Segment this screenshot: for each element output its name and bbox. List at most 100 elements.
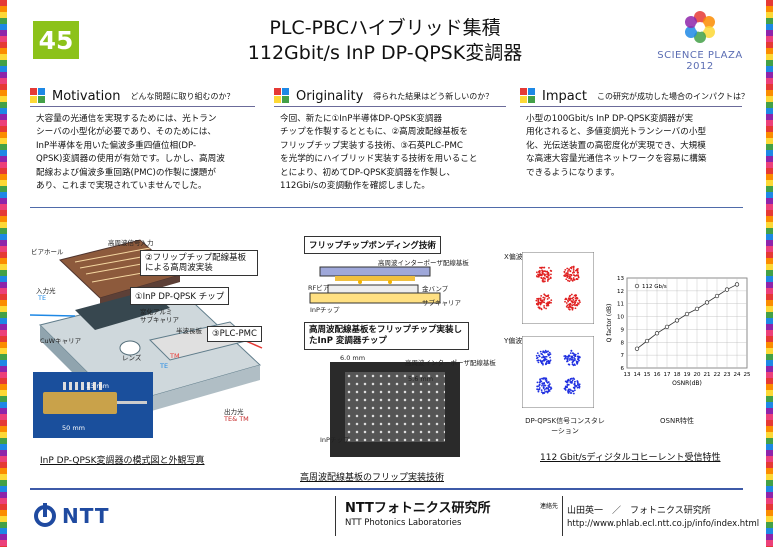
constellation-point [547, 362, 550, 365]
interposer2-label: 高周波インターポーザ配線基板 [405, 359, 496, 367]
constellation-point [570, 277, 573, 280]
legend-marker [634, 283, 640, 289]
constellation-point [577, 356, 580, 359]
constellation-point [573, 389, 576, 392]
constellation-point [542, 296, 545, 299]
width-label: 6.0 mm [340, 354, 366, 362]
constellation-point [544, 359, 546, 361]
constellation-point [540, 389, 543, 392]
constellation-point [540, 301, 543, 304]
constellation-point [539, 297, 541, 300]
originality-rule [274, 106, 506, 107]
data-point [644, 338, 650, 344]
impact-line: な高速大容量光通信ネットワークを容易に構築 [526, 154, 707, 165]
data-point [654, 331, 660, 336]
constellation-point [572, 352, 574, 355]
interposer-label: 高周波インターポーザ配線基板 [378, 259, 469, 267]
data-point [674, 318, 680, 323]
constellation-point [566, 360, 568, 363]
constellation-point [545, 302, 548, 305]
middle-panel-caption: 高周波配線基板のフリップ実装技術 [300, 473, 445, 483]
y-tick-label: 11 [617, 302, 624, 308]
flipchip-mounted-box: 高周波配線基板をフリップチップ実装したInP 変調器チップ [304, 322, 469, 350]
bump-label: 金バンプ [422, 285, 449, 293]
aln-label: 窒化アルミ [140, 308, 173, 316]
constellation-point [567, 279, 569, 282]
impact-header: Impact この研究が成功した場合のインパクトは？ [520, 86, 749, 106]
constellation-point [543, 297, 546, 299]
callout-inp-chip: ①InP DP-QPSK チップ [130, 287, 230, 305]
constellation-point [548, 266, 550, 269]
constellation-point [568, 269, 571, 271]
flipchip-bonding-box: フリップチップボンディング技術 [304, 236, 441, 254]
data-point [714, 293, 720, 299]
dim-13mm: 13 mm [86, 382, 110, 390]
x-tick-label: 16 [654, 372, 661, 378]
constellation-point [576, 270, 579, 272]
constellation-point [537, 361, 540, 364]
originality-line: とにより、初めてDP-QPSK変調器を作製し、 [280, 167, 456, 178]
contact-name: 山田英一 ／ フォトニクス研究所 [567, 506, 711, 516]
constellation-point [571, 266, 573, 268]
section-squares-icon [30, 88, 46, 104]
constellation-point [543, 377, 546, 380]
science-plaza-logo: SCIENCE PLAZA 2012 [645, 10, 755, 72]
constellation-point [575, 385, 578, 388]
constellation-point [567, 391, 570, 394]
constellation-point [572, 268, 575, 271]
constellation-point [566, 272, 569, 274]
constellation-point [548, 353, 551, 356]
constellation-point [538, 306, 541, 309]
x-tick-label: 24 [734, 372, 741, 378]
constellation-point [541, 271, 544, 274]
data-point [694, 306, 700, 312]
constellation-point [535, 275, 538, 277]
rf-input-label: 高周波信号入力 [108, 239, 154, 247]
constellation-point [577, 271, 579, 274]
constellation-point [547, 384, 550, 387]
originality-line: チップを作製するとともに、②高周波配線基板を [280, 127, 468, 138]
constellation-point [572, 270, 575, 272]
constellation-point [549, 269, 552, 272]
x-tick-label: 18 [674, 372, 681, 378]
x-tick-label: 19 [684, 372, 691, 378]
constellation-point [549, 386, 552, 389]
data-point [724, 287, 730, 292]
title-line1: PLC-PBCハイブリッド集積 [269, 17, 501, 39]
constellation-point [542, 363, 544, 366]
x-pol-label: X偏波 [504, 253, 523, 261]
motivation-header: Motivation どんな問題に取り組むのか？ [30, 86, 234, 106]
constellation-point [569, 380, 572, 382]
y-tick-label: 13 [617, 276, 624, 282]
left-panel-caption: InP DP-QPSK変調器の模式図と外観写真 [40, 456, 205, 466]
motivation-line: QPSK)変調器の使用が有効です。しかし、高周波 [36, 154, 225, 165]
constellation-point [542, 378, 545, 380]
x-tick-label: 14 [634, 372, 641, 378]
constellation-point [576, 386, 579, 389]
constellation-point [568, 280, 571, 283]
constellation-point [542, 280, 545, 283]
y-tick-label: 9 [621, 327, 625, 333]
x-tick-label: 13 [624, 372, 631, 378]
constellation-point [568, 306, 571, 308]
ntt-ring-icon [34, 503, 56, 527]
constellation-point [547, 271, 550, 274]
impact-line: 小型の100Gbit/s InP DP-QPSK変調器が実 [526, 114, 694, 124]
constellation-point [538, 383, 541, 386]
constellation-point [543, 293, 546, 296]
constellation-point [579, 356, 581, 359]
right-color-stripe [766, 0, 773, 547]
constellation-point [540, 299, 543, 302]
x-tick-label: 15 [644, 372, 651, 378]
constellation-point [548, 302, 551, 304]
constellation-point [572, 266, 575, 269]
aln-sub-label: サブキャリア [140, 316, 179, 324]
contact-divider [562, 496, 563, 536]
dim-50mm: 50 mm [62, 424, 86, 432]
constellation-point [575, 274, 578, 276]
x-tick-label: 25 [744, 372, 751, 378]
constellation-point [543, 351, 546, 354]
constellation-point [546, 298, 549, 300]
constellation-point [571, 279, 574, 282]
contact-url[interactable]: http://www.phlab.ecl.ntt.co.jp/info/inde… [567, 519, 760, 529]
